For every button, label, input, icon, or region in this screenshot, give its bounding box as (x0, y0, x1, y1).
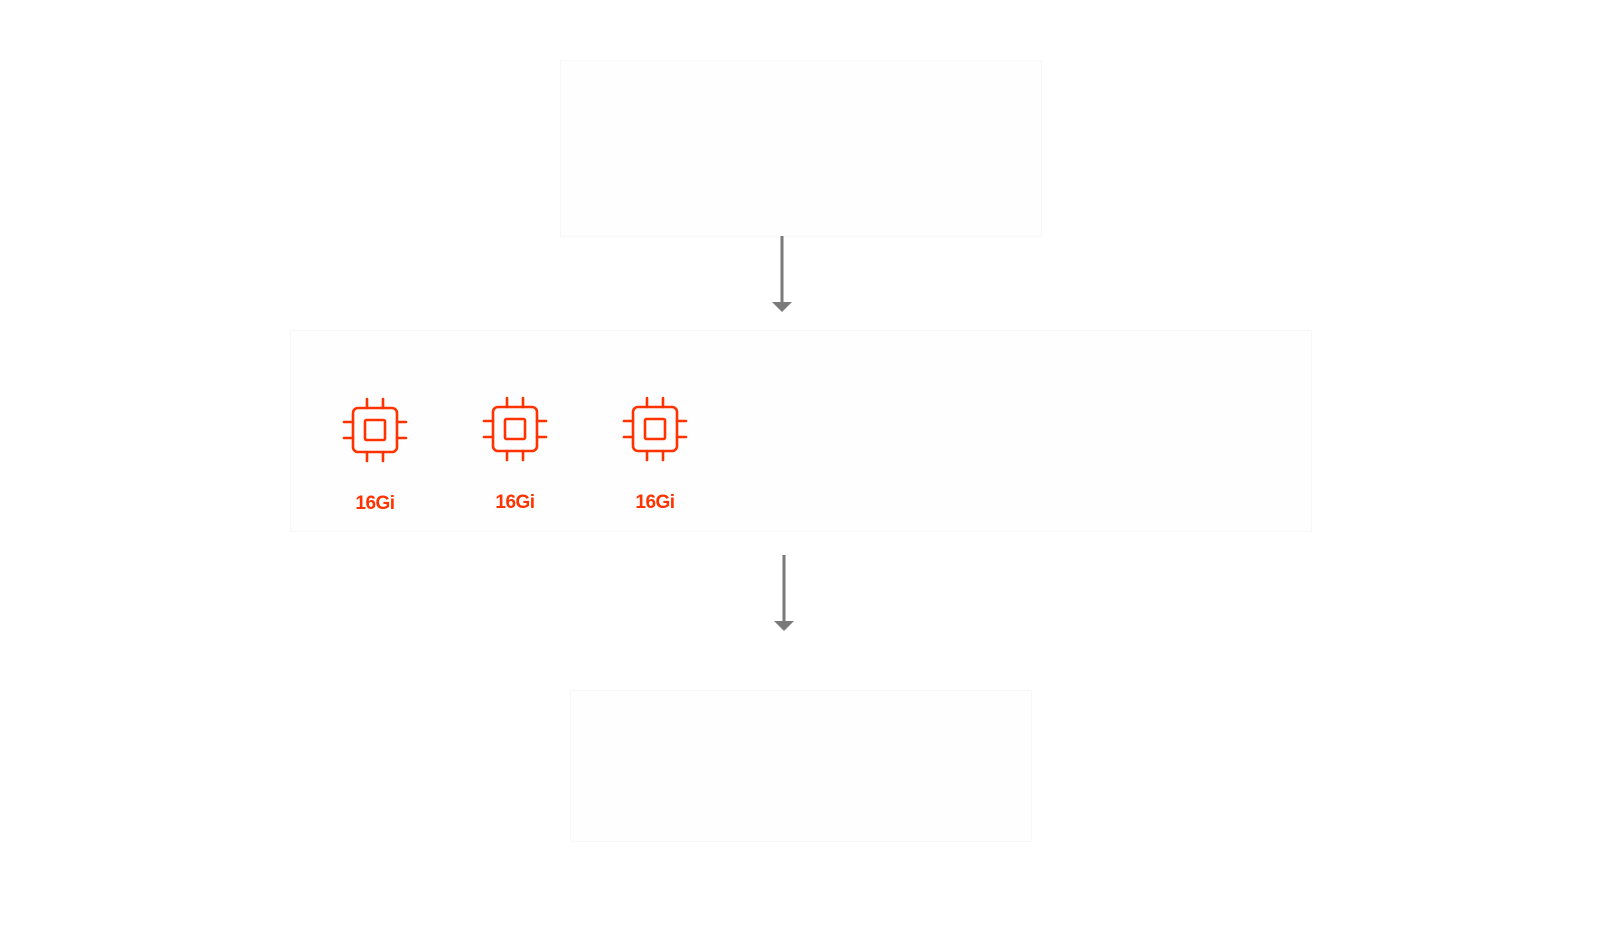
chip-icon (622, 396, 688, 462)
middle-panel (290, 330, 1312, 532)
bottom-panel (570, 690, 1032, 842)
down-arrow-bottom (774, 555, 794, 631)
gpu-memory-label: 16Gi (355, 493, 395, 514)
gpu-memory-label: 16Gi (635, 492, 675, 513)
gpu-chip-3: 16Gi (615, 396, 695, 514)
gpu-memory-label: 16Gi (495, 492, 535, 513)
gpu-chip-1: 16Gi (335, 397, 415, 515)
down-arrow-top (772, 236, 792, 312)
chip-icon (342, 397, 408, 463)
chip-icon (482, 396, 548, 462)
top-panel (560, 60, 1042, 237)
gpu-chip-2: 16Gi (475, 396, 555, 514)
